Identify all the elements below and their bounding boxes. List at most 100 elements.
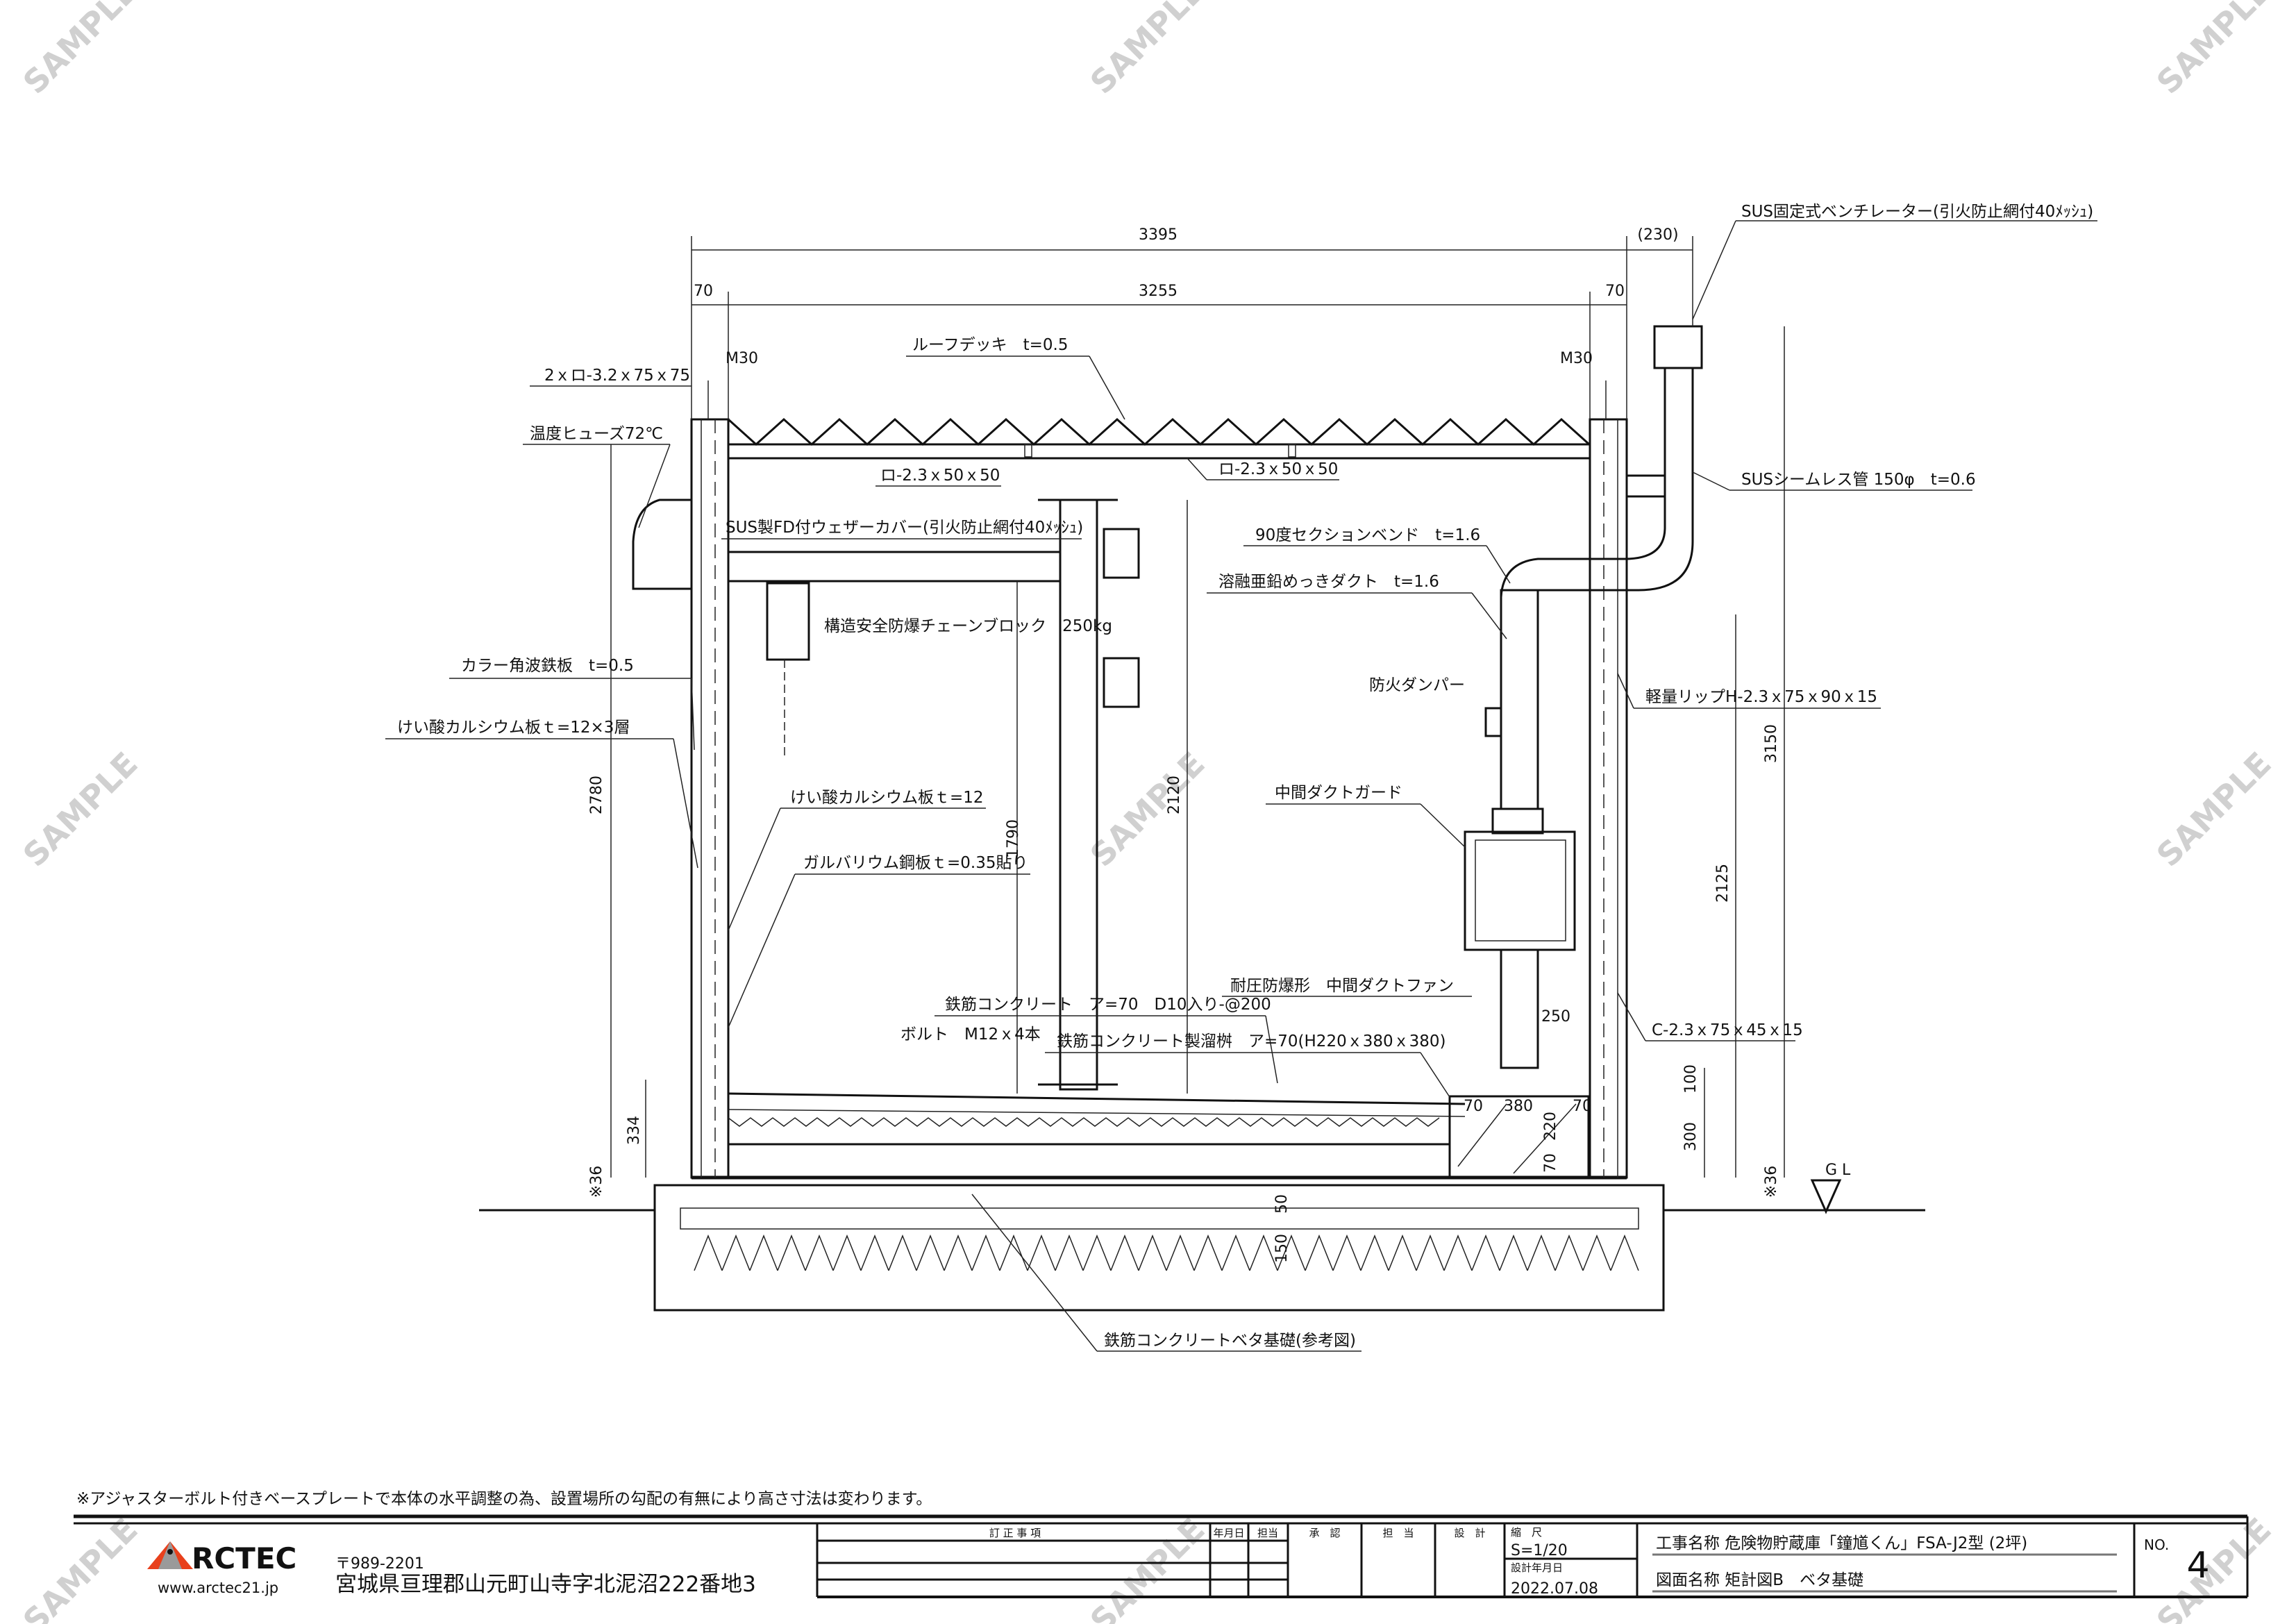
gl-marker (1810, 1179, 1842, 1214)
scale-label: 縮 尺 (1511, 1526, 1542, 1539)
floor-deck (728, 1117, 1440, 1127)
dim-3150: 3150 (1763, 724, 1780, 763)
person-header: 担当 (1257, 1527, 1278, 1539)
foundation-hatch-mark (694, 1234, 723, 1271)
foundation-hatch-mark (1582, 1234, 1611, 1271)
design-header: 設 計 (1454, 1527, 1485, 1539)
dim-3395: 3395 (1139, 226, 1178, 244)
foundation-hatch-mark (1027, 1234, 1056, 1271)
dim-100: 100 (1682, 1064, 1700, 1094)
label-pit: 鉄筋コンクリート製溜桝 ア=70(H220ｘ380ｘ380) (1057, 1032, 1446, 1050)
dim-pit-220: 220 (1542, 1112, 1559, 1141)
foundation-hatch-mark (1249, 1234, 1278, 1271)
foundation-hatch (694, 1234, 1639, 1271)
foundation-hatch-mark (1082, 1234, 1112, 1271)
label-m30-left: M30 (726, 350, 758, 367)
label-c-channel: C-2.3ｘ75ｘ45ｘ15 (1652, 1021, 1803, 1039)
foundation-hatch-mark (1527, 1234, 1556, 1271)
floor (728, 1092, 1590, 1179)
company-address: 宮城県亘理郡山元町山寺字北泥沼222番地3 (335, 1572, 756, 1597)
roof-deck (727, 417, 1591, 446)
foundation-hatch-mark (721, 1234, 751, 1271)
dim-70-left: 70 (694, 283, 713, 300)
dim-2780: 2780 (588, 776, 605, 814)
foundation-hatch-mark (944, 1234, 973, 1271)
logo-text: RCTEC (192, 1541, 296, 1575)
charge-header: 担 当 (1382, 1527, 1414, 1539)
dim-adj-left: ※36 (588, 1166, 605, 1198)
label-color-steel: カラー角波鉄板 t=0.5 (461, 657, 634, 675)
label-chain-block: 構造安全防爆チェーンブロック 250kg (824, 617, 1112, 635)
leader-lines (385, 220, 2097, 1352)
sample-watermark: SAMPLE (2150, 1511, 2279, 1624)
crane-beam (727, 551, 1062, 583)
label-bolt: ボルト M12ｘ4本 (900, 1026, 1041, 1044)
label-m30-right: M30 (1560, 350, 1593, 367)
label-calcium-12: けい酸カルシウム板ｔ=12 (790, 789, 984, 807)
duct-fan-outlet (1500, 948, 1539, 1069)
duct-system (1464, 325, 1703, 1069)
dim-334: 334 (626, 1116, 643, 1145)
foundation-hatch-mark (1305, 1234, 1334, 1271)
label-calcium-3: けい酸カルシウム板ｔ=12×3層 (397, 719, 630, 737)
foundation-hatch-mark (860, 1234, 889, 1271)
foundation-hatch-mark (1332, 1234, 1361, 1271)
company-website: www.arctec21.jp (158, 1580, 278, 1596)
label-duct-guard: 中間ダクトガード (1275, 784, 1402, 802)
label-foundation: 鉄筋コンクリートベタ基礎(参考図) (1104, 1332, 1356, 1350)
dim-250: 250 (1541, 1008, 1570, 1026)
foundation-hatch-mark (1416, 1234, 1445, 1271)
label-seamless-pipe: SUSシームレス管 150φ t=0.6 (1741, 471, 1976, 489)
label-duct-fan: 耐圧防爆形 中間ダクトファン (1230, 977, 1454, 995)
galvanized-duct (1500, 589, 1539, 810)
dim-50: 50 (1273, 1194, 1291, 1214)
sample-watermark: SAMPLE (2150, 745, 2279, 874)
company-postal: 〒989-2201 (335, 1555, 424, 1573)
dim-adj-right: ※36 (1763, 1166, 1780, 1198)
foundation-hatch-mark (1193, 1234, 1223, 1271)
roof (727, 417, 1591, 460)
ventilator (1653, 325, 1703, 369)
foundation-hatch-mark (777, 1234, 806, 1271)
chain-block (766, 582, 810, 661)
fire-damper (1484, 707, 1502, 737)
dim-pit-70c: 70 (1542, 1153, 1559, 1173)
dim-pit-70a: 70 (1464, 1098, 1483, 1115)
foundation-hatch-mark (999, 1234, 1028, 1271)
drawing-no-label: NO. (2144, 1537, 2169, 1553)
dim-1790: 1790 (1005, 819, 1022, 858)
dim-70-right: 70 (1605, 283, 1625, 300)
revision-header: 訂 正 事 項 (989, 1527, 1041, 1539)
label-fuse: 温度ヒューズ72℃ (530, 425, 663, 443)
sample-watermark: SAMPLE (16, 0, 145, 101)
foundation-hatch-mark (1360, 1234, 1389, 1271)
dim-2125: 2125 (1714, 864, 1732, 903)
dimension-lines (610, 236, 1842, 1214)
foundation-hatch-mark (888, 1234, 917, 1271)
weather-cover (632, 499, 693, 590)
dim-pit-70b: 70 (1573, 1098, 1592, 1115)
dim-pit-380: 380 (1504, 1098, 1533, 1115)
foundation-hatch-mark (749, 1234, 778, 1271)
foundation-hatch-mark (1443, 1234, 1473, 1271)
foundation-hatch-mark (1610, 1234, 1639, 1271)
foundation-hatch-mark (1471, 1234, 1500, 1271)
left-wall (690, 418, 730, 1179)
section-bend (1500, 558, 1548, 598)
dim-3255: 3255 (1139, 283, 1178, 300)
approve-header: 承 認 (1309, 1527, 1340, 1539)
foundation-hatch-mark (1277, 1234, 1306, 1271)
design-date: 2022.07.08 (1511, 1580, 1598, 1598)
foundation (479, 1175, 1925, 1312)
purlin-right (1288, 444, 1296, 458)
label-gl: G L (1825, 1162, 1851, 1179)
adjuster-note: ※アジャスターボルト付きベースプレートで本体の水平調整の為、設置場所の勾配の有無… (76, 1490, 932, 1508)
label-rc-floor: 鉄筋コンクリート ア=70 D10入り-@200 (945, 996, 1271, 1014)
label-purlin-left: ロ-2.3ｘ50ｘ50 (880, 467, 1000, 485)
sample-watermark: SAMPLE (16, 1511, 145, 1624)
foundation-hatch-mark (971, 1234, 1000, 1271)
sample-watermark: SAMPLE (2150, 0, 2279, 101)
sample-watermark: SAMPLE (1083, 1511, 1212, 1624)
seamless-pipe (1538, 368, 1666, 560)
